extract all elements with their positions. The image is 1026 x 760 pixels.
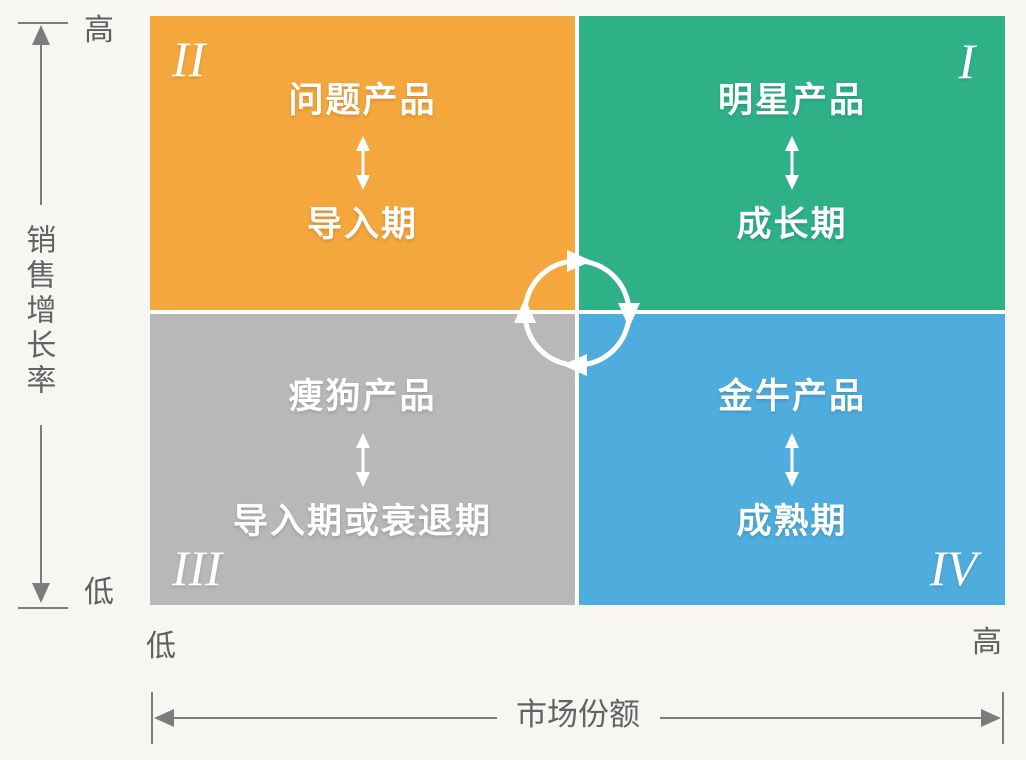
quadrant-stage-label: 导入期	[306, 205, 418, 244]
quadrant-numeral: IV	[929, 540, 977, 596]
y-axis-arrow	[18, 22, 68, 609]
x-axis-title: 市场份额	[516, 697, 640, 732]
cycle-arrows-icon	[514, 250, 640, 376]
quadrant-dog-products: III 瘦狗产品 导入期或衰退期	[150, 314, 575, 605]
quadrant-numeral: III	[172, 540, 222, 596]
quadrant-stage-label: 导入期或衰退期	[232, 501, 492, 541]
up-down-arrow-icon	[355, 136, 370, 190]
x-axis-high-label: 高	[972, 626, 1002, 659]
quadrant-product-label: 明星产品	[717, 80, 866, 120]
quadrant-cash-cow-products: IV 金牛产品 成熟期	[579, 314, 1005, 605]
quadrant-product-label: 瘦狗产品	[288, 377, 437, 416]
quadrant-numeral: I	[958, 33, 975, 89]
quadrant-product-label: 问题产品	[288, 80, 437, 120]
x-axis-low-label: 低	[146, 630, 176, 663]
up-down-arrow-icon	[785, 432, 799, 487]
quadrant-product-label: 金牛产品	[717, 377, 866, 416]
matrix-grid: II 问题产品 导入期 I 明星产品 成长期 III 瘦狗产品	[150, 16, 1005, 605]
quadrant-stage-label: 成长期	[736, 205, 848, 244]
quadrant-star-products: I 明星产品 成长期	[579, 16, 1005, 310]
quadrant-stage-label: 成熟期	[736, 501, 848, 541]
up-down-arrow-icon	[785, 136, 799, 190]
y-axis-low-label: 低	[84, 576, 114, 609]
up-down-arrow-icon	[355, 432, 370, 487]
quadrant-numeral: II	[172, 31, 206, 87]
y-axis-high-label: 高	[84, 14, 114, 47]
y-axis-title: 销售增长率	[21, 224, 55, 399]
x-axis-arrow	[151, 692, 1004, 744]
quadrant-question-products: II 问题产品 导入期	[150, 16, 575, 310]
